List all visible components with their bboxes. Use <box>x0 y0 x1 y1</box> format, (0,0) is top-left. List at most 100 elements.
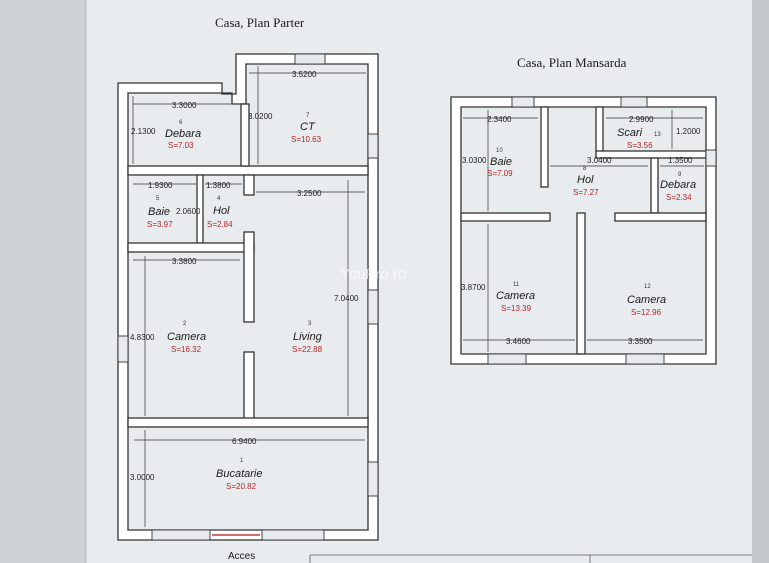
dim-camera-left-width: 3.4600 <box>506 337 531 346</box>
room-name-baie: Baie <box>148 206 170 218</box>
parter-title: Casa, Plan Parter <box>215 15 305 30</box>
room-number: 1 <box>240 458 244 464</box>
dim-baie-width: 2.3400 <box>487 115 512 124</box>
parter-dimensions: 3.3000 3.5200 2.1300 3.0200 1.9300 1.380… <box>130 70 359 482</box>
room-name-baie: Baie <box>490 156 512 168</box>
parter-walls <box>117 53 379 541</box>
dim-camera-height: 3.8700 <box>461 283 486 292</box>
paper-left-margin <box>0 0 86 563</box>
dim-debara-height: 2.1300 <box>131 127 156 136</box>
wall-v-hol-living <box>243 174 255 196</box>
mansarda-room-labels: 10 Baie S=7.09 Scari 13 S=3.56 8 Hol S=7… <box>487 127 696 317</box>
dim-camera-height: 4.8300 <box>130 333 155 342</box>
parter-window-right-bucatarie <box>367 461 379 497</box>
parter-window-right-living <box>367 289 379 325</box>
dim-debara-width: 1.3500 <box>668 156 693 165</box>
room-area-hol: S=7.27 <box>573 188 599 197</box>
dim-camera-right-width: 3.3500 <box>628 337 653 346</box>
room-name-bucatarie: Bucatarie <box>216 468 262 480</box>
mansarda-dimension-lines <box>463 110 704 352</box>
room-number: 11 <box>513 282 520 288</box>
parter-window-left <box>117 335 129 363</box>
mansarda-walls <box>450 96 717 365</box>
room-name-ct: CT <box>300 121 316 133</box>
room-area-camera: S=16.32 <box>171 345 202 354</box>
room-name-camera-left: Camera <box>496 290 535 302</box>
room-number: 7 <box>306 113 310 119</box>
mansarda-window-bottom-left <box>487 353 527 365</box>
room-area-debara: S=7.03 <box>168 141 194 150</box>
parter-dimension-lines <box>132 66 366 527</box>
paper-sheet <box>86 0 752 563</box>
room-number: 5 <box>156 196 160 202</box>
wall-h-upper <box>127 165 369 176</box>
room-number: 2 <box>183 321 187 327</box>
mansarda-window-bottom-right <box>625 353 665 365</box>
wall-v-camera-living-a <box>243 231 255 323</box>
paper-right-shadow <box>752 0 769 563</box>
dim-bucatarie-height: 3.0000 <box>130 473 155 482</box>
room-name-hol: Hol <box>577 174 594 186</box>
room-name-camera: Camera <box>167 331 206 343</box>
room-number: 8 <box>583 166 587 172</box>
mansarda-dimensions: 2.3400 2.9900 1.2000 3.0300 3.0400 1.350… <box>461 115 701 346</box>
watermark: YouPro.ro <box>340 266 406 283</box>
dim-ct-height: 3.0200 <box>248 112 273 121</box>
dim-scari-height: 1.2000 <box>676 127 701 136</box>
parter-window-right-ct <box>367 133 379 159</box>
dim-hol-width: 3.0400 <box>587 156 612 165</box>
dim-baie-height: 3.0300 <box>462 156 487 165</box>
room-number: 12 <box>644 284 651 290</box>
dim-living-width: 3.2500 <box>297 189 322 198</box>
wall-h-bucatarie <box>127 417 369 428</box>
wall-h-baie-bottom <box>460 212 551 222</box>
room-number: 6 <box>179 120 183 126</box>
room-area-camera-left: S=13.39 <box>501 304 532 313</box>
room-name-camera-right: Camera <box>627 294 666 306</box>
dim-hol-width: 1.3800 <box>206 181 231 190</box>
dim-camera-width: 3.3800 <box>172 257 197 266</box>
room-name-debara: Debara <box>165 128 201 140</box>
room-area-debara: S=2.34 <box>666 193 692 202</box>
wall-v-camera-living-b <box>243 351 255 423</box>
room-area-ct: S=10.63 <box>291 135 322 144</box>
parter-window-top-ct <box>294 53 326 65</box>
parter-room-labels: 6 Debara S=7.03 7 CT S=10.63 5 Baie S=3.… <box>147 113 323 491</box>
room-number: 13 <box>654 132 661 138</box>
dim-bucatarie-width: 6.9400 <box>232 437 257 446</box>
wall-h-debara-bottom <box>614 212 707 222</box>
wall-v-debara <box>650 157 659 214</box>
room-area-baie: S=7.09 <box>487 169 513 178</box>
mansarda-window-top <box>511 96 535 108</box>
wall-v-baie-hol <box>540 106 549 188</box>
room-number: 9 <box>678 172 682 178</box>
dim-ct-width: 3.5200 <box>292 70 317 79</box>
dim-baie-height: 2.0600 <box>176 207 201 216</box>
title-block-table <box>309 554 752 563</box>
mansarda-window-right <box>705 149 717 167</box>
wall-v-camere <box>576 212 586 355</box>
room-area-living: S=22.88 <box>292 345 323 354</box>
room-number: 10 <box>496 148 503 154</box>
room-area-camera-right: S=12.96 <box>631 308 662 317</box>
parter-window-bottom-a <box>151 529 211 541</box>
room-area-hol: S=2.84 <box>207 220 233 229</box>
room-number: 4 <box>217 196 221 202</box>
room-name-living: Living <box>293 331 323 343</box>
room-area-scari: S=3.56 <box>627 141 653 150</box>
mansarda-window-top-right <box>620 96 648 108</box>
dim-baie-width: 1.9300 <box>148 181 173 190</box>
wall-h-baie <box>127 242 255 253</box>
dim-debara-width: 3.3000 <box>172 101 197 110</box>
dim-scari-width: 2.9900 <box>629 115 654 124</box>
room-area-bucatarie: S=20.82 <box>226 482 257 491</box>
wall-v-debara-ct <box>240 103 250 167</box>
room-number: 3 <box>308 321 312 327</box>
room-name-scari: Scari <box>617 127 643 139</box>
room-name-hol: Hol <box>213 205 230 217</box>
dim-living-height: 7.0400 <box>334 294 359 303</box>
wall-v-scari <box>595 106 604 158</box>
entrance-label: Acces <box>228 551 255 562</box>
mansarda-title: Casa, Plan Mansarda <box>517 55 627 70</box>
